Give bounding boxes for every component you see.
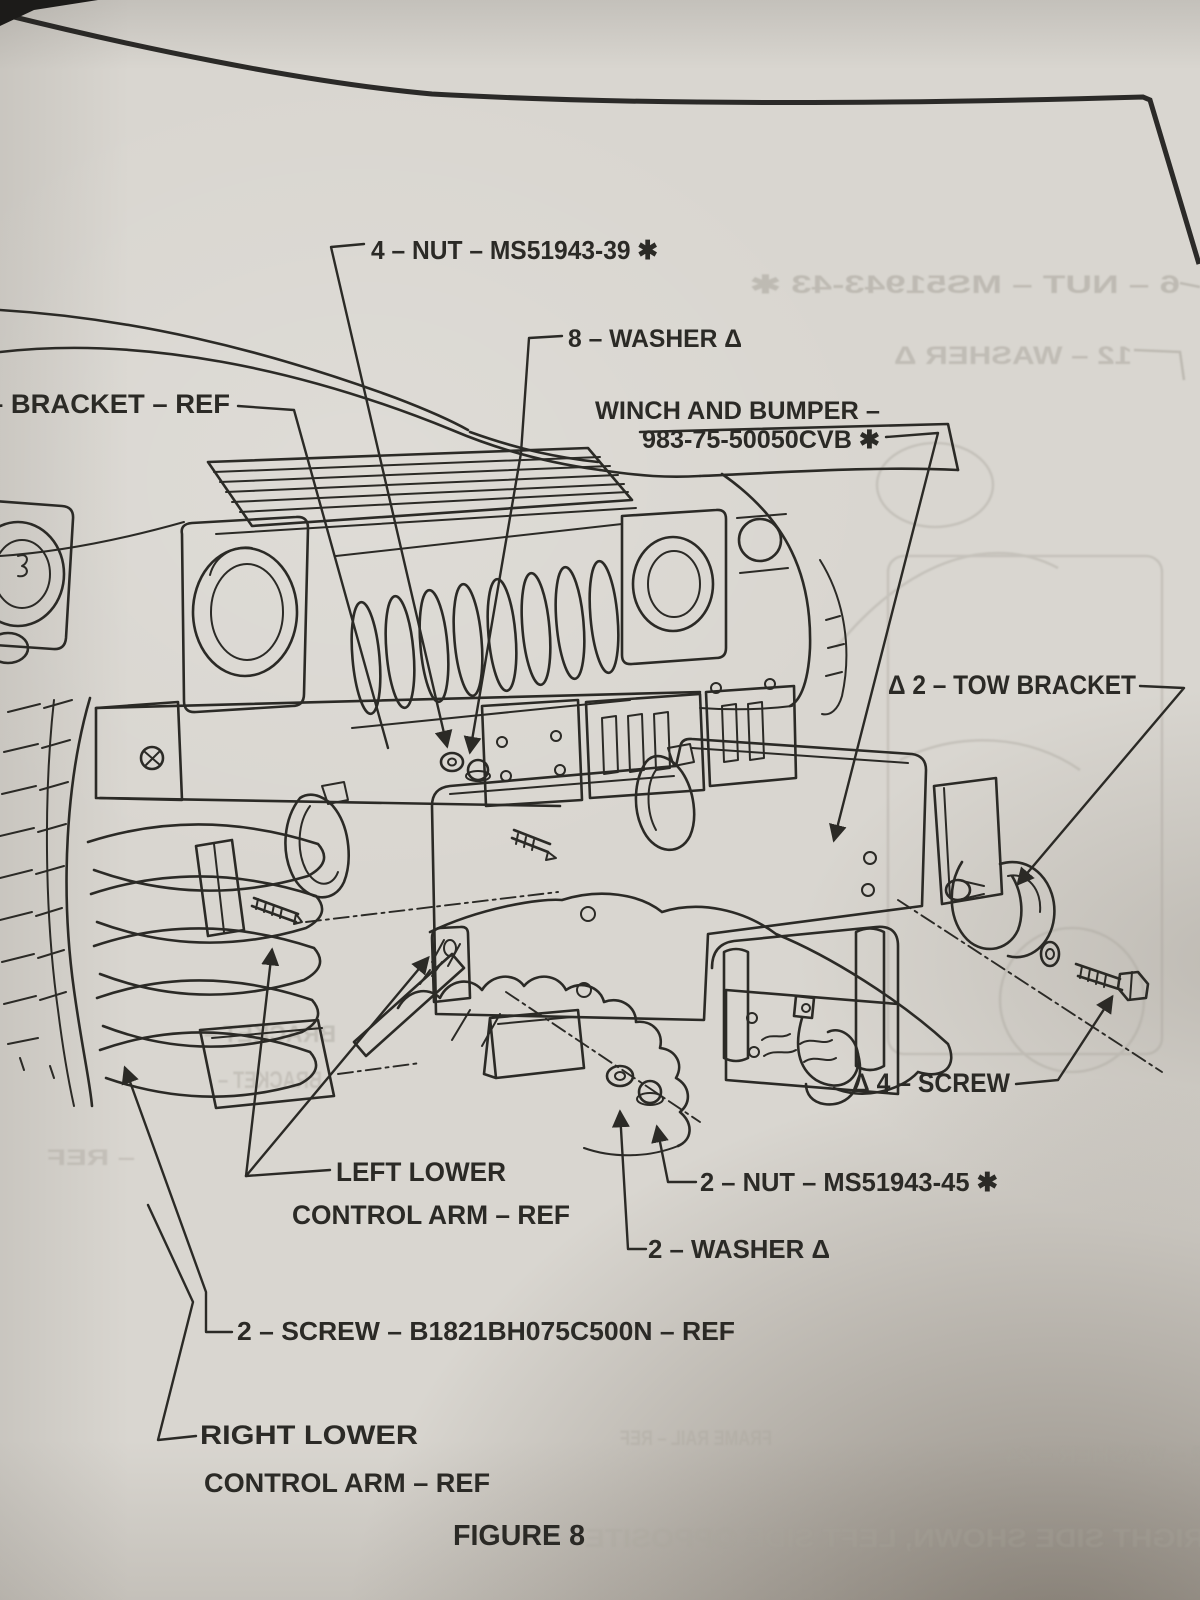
leader-screw-4 <box>1014 997 1112 1086</box>
label-winch-bumper-line2: 983-75-50050CVB ✱ <box>642 426 880 454</box>
label-left-lower-line2: CONTROL ARM – REF <box>292 1200 570 1230</box>
leader-lines <box>125 242 1186 1442</box>
label-washer-8: 8 – WASHER Δ <box>568 325 742 353</box>
leader-tow-bracket <box>1018 684 1186 884</box>
ghost-label-nut6: 6 – NUT – MS51943-43 ✱ <box>750 271 1180 299</box>
label-screw-4: Δ 4 – SCREW <box>852 1068 1010 1098</box>
page-border <box>0 0 1200 265</box>
leader-bracket-ref <box>236 404 390 750</box>
leader-nut-2 <box>657 1127 698 1184</box>
leader-left-lower-dash <box>244 1168 332 1178</box>
ghost-label-washer2-rear: 2 – WASHER – 24 <box>1004 1442 1200 1467</box>
label-nut-4: 4 – NUT – MS51943-39 ✱ <box>371 235 658 265</box>
page-corner-shadow <box>0 0 98 26</box>
label-tow-bracket: Δ 2 – TOW BRACKET <box>888 670 1136 700</box>
label-screw-2: 2 – SCREW – B1821BH075C500N – REF <box>237 1316 735 1346</box>
vehicle-drawing <box>0 308 1163 1157</box>
label-right-lower-line1: RIGHT LOWER <box>200 1420 418 1450</box>
leader-screw-2 <box>125 1068 234 1334</box>
ghost-bleedthrough: 6 – NUT – MS51943-43 ✱ 12 – WASHER Δ BRA… <box>47 271 1200 1553</box>
label-right-lower-line2: CONTROL ARM – REF <box>204 1468 490 1498</box>
leader-washer-2 <box>620 1112 648 1251</box>
callout-labels: – BRACKET – REF 4 – NUT – MS51943-39 ✱ 8… <box>0 235 1136 1552</box>
figure-caption: FIGURE 8 <box>453 1520 585 1552</box>
ghost-label-ref: – REF <box>47 1145 135 1170</box>
ghost-label-frame-rail: FRAME RAIL – REF <box>620 1427 772 1450</box>
leader-right-lower <box>146 1203 198 1442</box>
leader-nut-4 <box>329 242 447 746</box>
leader-washer-8 <box>470 334 564 752</box>
ghost-label-side-shown: RIGHT SIDE SHOWN, LEFT SIDE OPPOSITE <box>585 1523 1200 1553</box>
leader-left-lower-a <box>244 955 430 1178</box>
label-washer-2: 2 – WASHER Δ <box>648 1234 830 1264</box>
label-nut-2: 2 – NUT – MS51943-45 ✱ <box>700 1167 998 1197</box>
label-winch-bumper-line1: WINCH AND BUMPER – <box>595 397 880 425</box>
leader-left-lower-b <box>244 947 280 1178</box>
label-bracket-ref: – BRACKET – REF <box>0 389 230 419</box>
ghost-label-washer12: 12 – WASHER Δ <box>894 342 1132 370</box>
label-left-lower-line1: LEFT LOWER <box>336 1157 506 1187</box>
leader-winch-bumper <box>834 431 940 840</box>
